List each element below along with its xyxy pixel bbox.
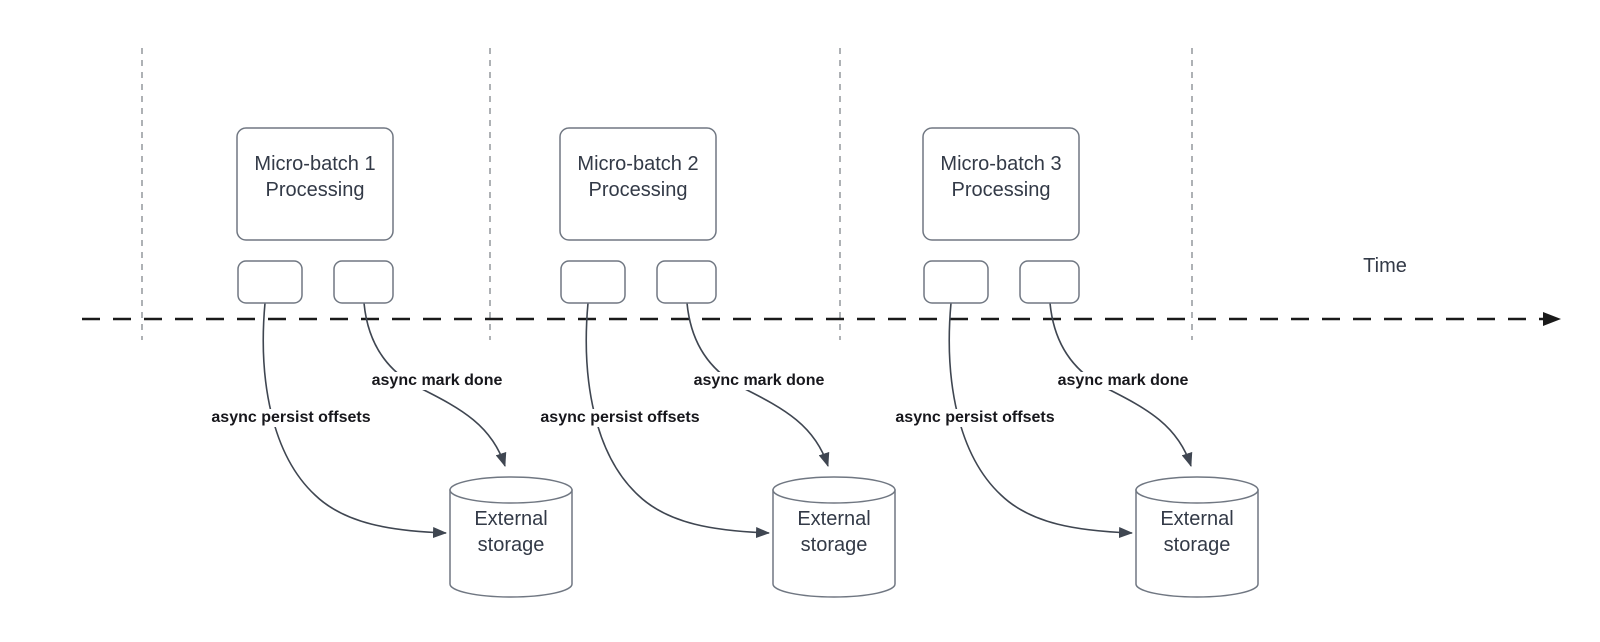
micro-batch-group-2 [559, 127, 896, 598]
external-storage-cylinder [772, 476, 896, 598]
persist-offsets-label: async persist offsets [537, 409, 703, 427]
processing-box [559, 127, 717, 241]
external-storage-label: External storage [1160, 508, 1234, 556]
mark-done-label: async mark done [368, 372, 506, 390]
time-axis-label: Time [1363, 255, 1407, 277]
mark-done-label: async mark done [690, 372, 828, 390]
external-storage-label: External storage [797, 508, 871, 556]
processing-box-label: Micro-batch 3 Processing [940, 153, 1062, 201]
persist-task-box [560, 260, 626, 304]
persist-offsets-label: async persist offsets [208, 409, 374, 427]
processing-box-label: Micro-batch 1 Processing [254, 153, 376, 201]
processing-box [236, 127, 394, 241]
processing-box-label: Micro-batch 2 Processing [577, 153, 699, 201]
persist-offsets-arrow [948, 302, 1133, 539]
external-storage-cylinder [1135, 476, 1259, 598]
mark-done-task-box [656, 260, 717, 304]
persist-task-box [237, 260, 303, 304]
persist-offsets-arrow [585, 302, 770, 539]
persist-task-box [923, 260, 989, 304]
external-storage-label: External storage [474, 508, 548, 556]
mark-done-task-box [1019, 260, 1080, 304]
persist-offsets-arrow [262, 302, 447, 539]
micro-batch-group-1 [236, 127, 573, 598]
persist-offsets-label: async persist offsets [892, 409, 1058, 427]
processing-box [922, 127, 1080, 241]
external-storage-cylinder [449, 476, 573, 598]
mark-done-task-box [333, 260, 394, 304]
mark-done-label: async mark done [1054, 372, 1192, 390]
